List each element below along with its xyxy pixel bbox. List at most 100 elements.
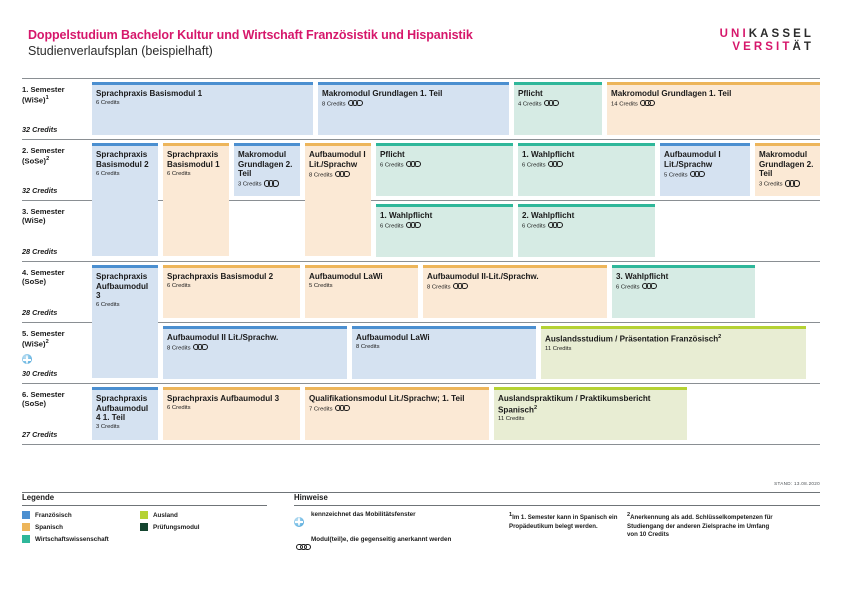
- hinweis-globe-text: kennzeichnet das Mobilitätsfenster: [311, 511, 416, 518]
- module-title: Sprachpraxis Aufbaumodul 3: [96, 272, 149, 301]
- module-title: Sprachpraxis Basismodul 1: [167, 150, 220, 169]
- module-credits: 14 Credits: [607, 99, 820, 109]
- semester-credits: 28 Credits: [22, 247, 58, 256]
- module-credits: 8 Credits: [318, 99, 509, 109]
- legend-item: Ausland: [140, 511, 258, 519]
- logo-line-2: VERSITÄT: [720, 41, 814, 54]
- module-credits: 6 Credits: [167, 170, 191, 177]
- module-credits: 6 Credits: [96, 302, 120, 309]
- module-credits: 6 Credits: [167, 283, 191, 290]
- module-credits: 5 Credits: [660, 169, 750, 179]
- module-credits: 7 Credits: [305, 404, 489, 414]
- module-block[interactable]: Aufbaumodul II Lit./Sprachw.8 Credits: [163, 326, 347, 379]
- hinweise-inner: kennzeichnet das Mobilitätsfenster Modul…: [294, 511, 820, 558]
- hinweise-divider: [294, 505, 820, 506]
- globe-icon: [22, 354, 32, 365]
- globe-icon: [294, 511, 311, 532]
- legend-divider: [22, 505, 267, 506]
- page-header: Doppelstudium Bachelor Kultur und Wirtsc…: [28, 28, 814, 72]
- semester-name: 3. Semester(WiSe): [22, 207, 65, 226]
- mutual-recognition-icon: [192, 344, 208, 351]
- legend-swatch: [22, 523, 30, 532]
- footnote-1: 1Im 1. Semester kann in Spanisch ein Pro…: [509, 511, 627, 558]
- legend-swatch: [22, 511, 30, 519]
- module-block[interactable]: Qualifikationsmodul Lit./Sprachw; 1. Tei…: [305, 387, 489, 440]
- module-title: 3. Wahlpflicht: [616, 272, 669, 281]
- legend-label: Französisch: [35, 511, 72, 519]
- page-title: Doppelstudium Bachelor Kultur und Wirtsc…: [28, 28, 473, 42]
- module-credits: 3 Credits: [234, 179, 300, 189]
- module-credits: 8 Credits: [356, 344, 380, 351]
- module-title: Pflicht: [380, 150, 405, 159]
- logo-versit: VERSIT: [732, 41, 793, 53]
- uni-kassel-logo: UNIKASSEL VERSITÄT: [720, 28, 814, 54]
- mutual-recognition-icon: [405, 161, 421, 168]
- legend-label: Wirtschaftswissenschaft: [35, 535, 109, 543]
- module-title: Aufbaumodul LaWi: [356, 333, 430, 342]
- module-block[interactable]: Auslandsstudium / Präsentation Französis…: [541, 326, 806, 379]
- module-title: 1. Wahlpflicht: [380, 211, 433, 220]
- module-title: Aufbaumodul LaWi: [309, 272, 383, 281]
- legend-swatch: [140, 523, 148, 532]
- legend-item: Wirtschaftswissenschaft: [22, 535, 140, 544]
- hinweis-rings-row: Modul(teil)e, die gegenseitig anerkannt …: [294, 536, 509, 555]
- module-title: Aufbaumodul II-Lit./Sprachw.: [427, 272, 539, 281]
- module-title: 1. Wahlpflicht: [522, 150, 575, 159]
- semester-credits: 28 Credits: [22, 308, 58, 317]
- module-credits: 6 Credits: [518, 221, 655, 231]
- module-credits: 11 Credits: [545, 345, 572, 352]
- semester-name: 6. Semester(SoSe): [22, 390, 65, 409]
- module-credits: 8 Credits: [423, 282, 607, 292]
- module-block[interactable]: Sprachpraxis Basismodul 2 6 Credits: [163, 265, 300, 318]
- mutual-recognition-icon: [543, 100, 559, 107]
- module-title: Makromodul Grundlagen 2. Teil: [238, 150, 293, 179]
- module-credits: 6 Credits: [167, 405, 191, 412]
- module-title: Sprachpraxis Basismodul 2: [167, 272, 274, 281]
- mutual-recognition-icon: [334, 170, 350, 178]
- logo-line-1: UNIKASSEL: [720, 28, 814, 41]
- mutual-recognition-icon: [784, 180, 800, 187]
- mutual-recognition-icon: [689, 170, 705, 178]
- legend-swatch: [22, 535, 30, 544]
- mutual-recognition-icon: [347, 100, 363, 107]
- mutual-recognition-icon: [547, 161, 563, 168]
- hinweise-symbols: kennzeichnet das Mobilitätsfenster Modul…: [294, 511, 509, 558]
- module-credits: 8 Credits: [163, 343, 347, 353]
- footnote-2-marker: 2: [627, 512, 631, 518]
- semester-label-cell: 3. Semester(WiSe) 28 Credits: [22, 201, 92, 261]
- module-block[interactable]: Aufbaumodul II-Lit./Sprachw.8 Credits: [423, 265, 607, 318]
- legend-label: Spanisch: [35, 523, 63, 531]
- module-block[interactable]: Aufbaumodul LaWi 8 Credits: [352, 326, 536, 379]
- footnote-1-marker: 1: [509, 512, 513, 518]
- footnotes: 1Im 1. Semester kann in Spanisch ein Pro…: [509, 511, 777, 558]
- module-title: Makromodul Grundlagen 2. Teil: [759, 150, 814, 179]
- mutual-recognition-icon: [263, 180, 279, 187]
- module-credits: 6 Credits: [376, 160, 513, 170]
- module-block[interactable]: Auslandspraktikum / Praktikumsbericht Sp…: [494, 387, 687, 440]
- module-credits: 8 Credits: [305, 169, 371, 179]
